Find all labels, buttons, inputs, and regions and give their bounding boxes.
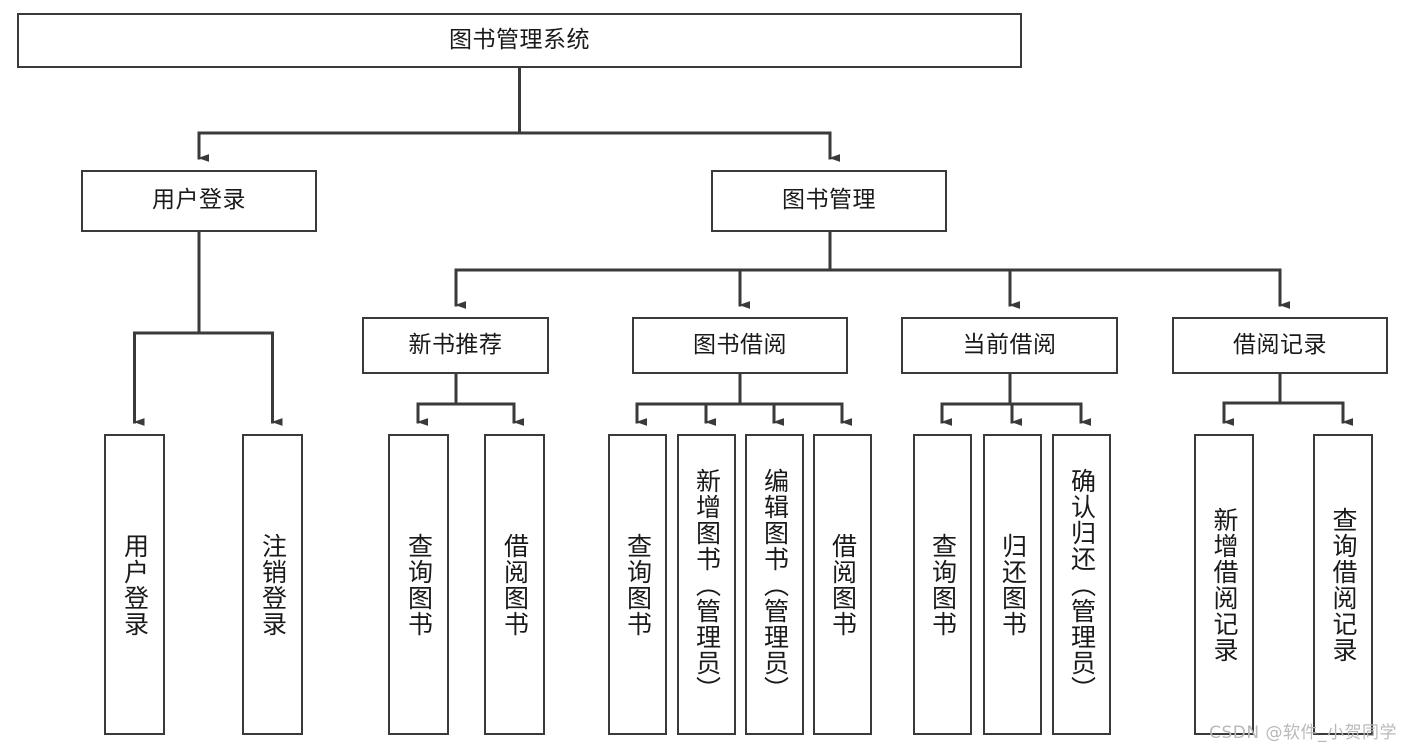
node-book-manage-label: 图书管理 (782, 187, 876, 214)
node-leaf-borrow-book-label: 借阅图书 (828, 532, 858, 637)
node-book-borrow-label: 图书借阅 (693, 331, 787, 358)
node-leaf-return-book[interactable]: 归还图书 (983, 434, 1042, 735)
node-leaf-edit-book-admin[interactable]: 编辑图书（管理员） (745, 434, 804, 735)
node-leaf-query-book-rec-label: 查询图书 (404, 532, 434, 637)
node-leaf-confirm-return-admin[interactable]: 确认归还（管理员） (1052, 434, 1111, 735)
node-new-book-recommend[interactable]: 新书推荐 (362, 317, 549, 374)
node-leaf-query-book-rec[interactable]: 查询图书 (388, 434, 449, 735)
node-leaf-add-book-admin[interactable]: 新增图书（管理员） (677, 434, 736, 735)
node-book-borrow[interactable]: 图书借阅 (632, 317, 848, 374)
node-leaf-query-book-current-label: 查询图书 (928, 532, 958, 637)
node-user-login[interactable]: 用户登录 (81, 170, 317, 232)
node-new-book-recommend-label: 新书推荐 (408, 331, 503, 358)
node-leaf-add-borrow-record[interactable]: 新增借阅记录 (1194, 434, 1254, 735)
node-leaf-query-borrow-record[interactable]: 查询借阅记录 (1313, 434, 1373, 735)
node-leaf-edit-book-admin-label: 编辑图书（管理员） (760, 467, 790, 702)
node-leaf-confirm-return-admin-label: 确认归还（管理员） (1067, 467, 1097, 702)
node-book-manage[interactable]: 图书管理 (711, 170, 947, 232)
node-leaf-borrow-book-rec-label: 借阅图书 (500, 532, 530, 637)
node-leaf-add-book-admin-label: 新增图书（管理员） (692, 467, 722, 702)
node-leaf-query-book-borrow[interactable]: 查询图书 (608, 434, 667, 735)
node-root-label: 图书管理系统 (449, 26, 590, 53)
node-leaf-user-login[interactable]: 用户登录 (104, 434, 165, 735)
node-borrow-record[interactable]: 借阅记录 (1172, 317, 1388, 374)
node-leaf-user-logout-label: 注销登录 (258, 532, 288, 637)
node-leaf-query-book-current[interactable]: 查询图书 (913, 434, 972, 735)
node-leaf-return-book-label: 归还图书 (998, 532, 1028, 637)
node-leaf-user-login-label: 用户登录 (120, 532, 150, 637)
node-user-login-label: 用户登录 (152, 187, 246, 214)
node-leaf-query-borrow-record-label: 查询借阅记录 (1329, 506, 1358, 663)
node-current-borrow-label: 当前借阅 (962, 331, 1057, 358)
node-leaf-borrow-book[interactable]: 借阅图书 (813, 434, 872, 735)
node-leaf-user-logout[interactable]: 注销登录 (242, 434, 303, 735)
node-current-borrow[interactable]: 当前借阅 (901, 317, 1118, 374)
node-leaf-query-book-borrow-label: 查询图书 (623, 532, 653, 637)
node-borrow-record-label: 借阅记录 (1233, 331, 1327, 358)
node-root[interactable]: 图书管理系统 (17, 13, 1022, 68)
node-leaf-borrow-book-rec[interactable]: 借阅图书 (484, 434, 545, 735)
node-leaf-add-borrow-record-label: 新增借阅记录 (1210, 506, 1239, 663)
